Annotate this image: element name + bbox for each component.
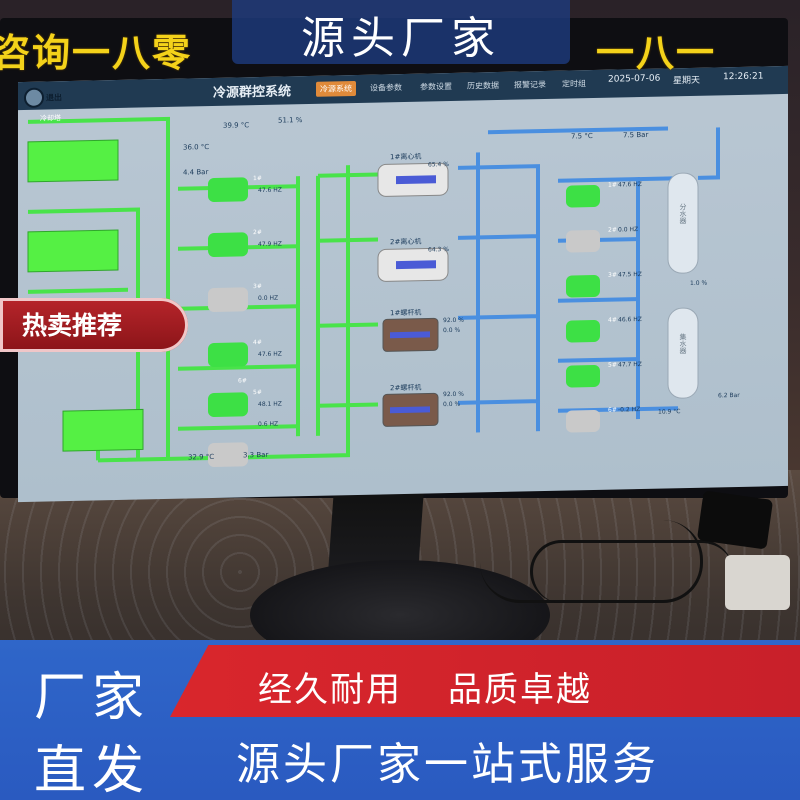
water-splitter-tank[interactable] [667,172,699,274]
process-diagram [27,116,720,467]
pump-freq: 0.6 HZ [258,420,279,429]
cooling-tower[interactable] [27,139,119,183]
pump-icon[interactable] [208,442,248,467]
humidity-readout: 51.1 % [278,116,303,125]
pressure-readout: 4.4 Bar [183,168,209,177]
valve-opening: 1.0 % [690,279,708,287]
pump-icon[interactable] [208,392,248,417]
chiller-label: 1#离心机 [390,152,422,162]
temp-readout: 7.5 °C [571,132,593,141]
temp-readout: 32.9 °C [188,452,215,462]
pump-label: 6# [238,377,247,385]
pressure-readout: 7.5 Bar [623,130,649,140]
pump-icon[interactable] [566,364,600,388]
chiller-load: 64.3 % [428,246,449,254]
pump-label: 4# [608,316,617,324]
pump-freq: 47.6 HZ [258,350,282,359]
temp-readout: 39.9 °C [223,121,250,130]
cooling-tower[interactable] [62,408,144,452]
pump-label: 4# [253,338,262,347]
bottom-left-line2: 直发 [34,741,151,800]
pressure-readout: 3.3 Bar [243,450,269,460]
pump-freq: 47.5 HZ [618,270,642,279]
chiller-indicator [390,331,430,339]
banner-right-text: 一八一 [596,31,717,75]
pump-freq: 47.7 HZ [618,360,642,369]
pump-icon[interactable] [566,184,600,208]
pump-label: 1# [253,174,262,183]
pump-icon[interactable] [208,287,248,312]
pump-label: 5# [253,388,262,397]
promo-tag[interactable]: 热卖推荐 [0,298,188,352]
pump-label: 3# [608,271,617,279]
cooling-tower-group [27,139,144,452]
chiller-load: 65.4 % [428,161,449,169]
pump-freq: 47.6 HZ [618,180,642,189]
router-device [696,490,774,550]
pump-freq: 47.9 HZ [258,240,282,249]
chiller-load: 92.0 % [443,390,464,399]
slogan-quality: 品质卓越 [448,670,592,710]
chiller-group [377,162,449,427]
pump-icon[interactable] [566,274,600,298]
pump-freq: 0.0 HZ [618,226,639,234]
pump-icon[interactable] [208,342,248,367]
banner-main-title: 源头厂家 [301,13,501,64]
chiller-indicator [396,175,436,185]
cooling-tower[interactable] [27,229,119,273]
hmi-screen: 退出 冷源群控系统 冷源系统 设备参数 参数设置 历史数据 报警记录 定时组 2… [18,65,788,503]
cable [530,540,733,603]
pump-freq: 46.6 HZ [618,315,642,324]
charger-device [725,555,790,610]
bottom-left-line1: 厂家 [34,668,151,728]
chiller-load: 92.0 % [443,316,464,325]
pressure-readout: 6.2 Bar [718,391,740,400]
pump-freq: -0.2 HZ [618,406,641,414]
temp-readout: 10.9 °C [658,408,681,416]
chilled-pump-group [566,184,600,433]
chiller-label: 1#螺杆机 [390,308,422,318]
pump-label: 1# [608,181,617,189]
pump-freq: 48.1 HZ [258,400,282,409]
pump-icon[interactable] [566,409,600,433]
collector-label: 集水器 [679,333,687,355]
banner-title-box: 源头厂家 [232,0,570,64]
pump-label: 6# [608,406,617,414]
pump-label: 2# [608,226,617,234]
top-banner: 咨询一八零 一八一 源头厂家 [0,0,800,75]
pump-label: 2# [253,228,262,237]
slogan-durable: 经久耐用 [258,670,402,710]
cooling-pump-group [208,177,248,467]
promo-tag-label: 热卖推荐 [22,311,123,340]
pump-icon[interactable] [208,232,248,257]
pump-freq: 47.6 HZ [258,186,282,195]
pump-icon[interactable] [566,319,600,343]
pump-freq: 0.0 HZ [258,294,279,303]
water-collector-tank[interactable] [667,307,699,399]
chiller-load: 0.0 % [443,326,461,335]
pump-icon[interactable] [566,229,600,253]
chiller-indicator [396,260,436,270]
chiller-label: 2#离心机 [390,237,422,247]
pump-icon[interactable] [208,177,248,202]
splitter-label: 分水器 [679,203,687,225]
pump-label: 3# [253,282,262,291]
banner-left-text: 咨询一八零 [0,31,193,75]
pump-label: 5# [608,361,617,369]
cooling-tower-label: 冷却塔 [40,114,61,123]
slogan-service: 源头厂家一站式服务 [236,739,659,790]
chiller-indicator [390,406,430,414]
bottom-red-ribbon [170,645,800,717]
chiller-load: 0.0 % [443,400,461,409]
chiller-label: 2#螺杆机 [390,383,422,393]
temp-readout: 36.0 °C [183,143,210,152]
